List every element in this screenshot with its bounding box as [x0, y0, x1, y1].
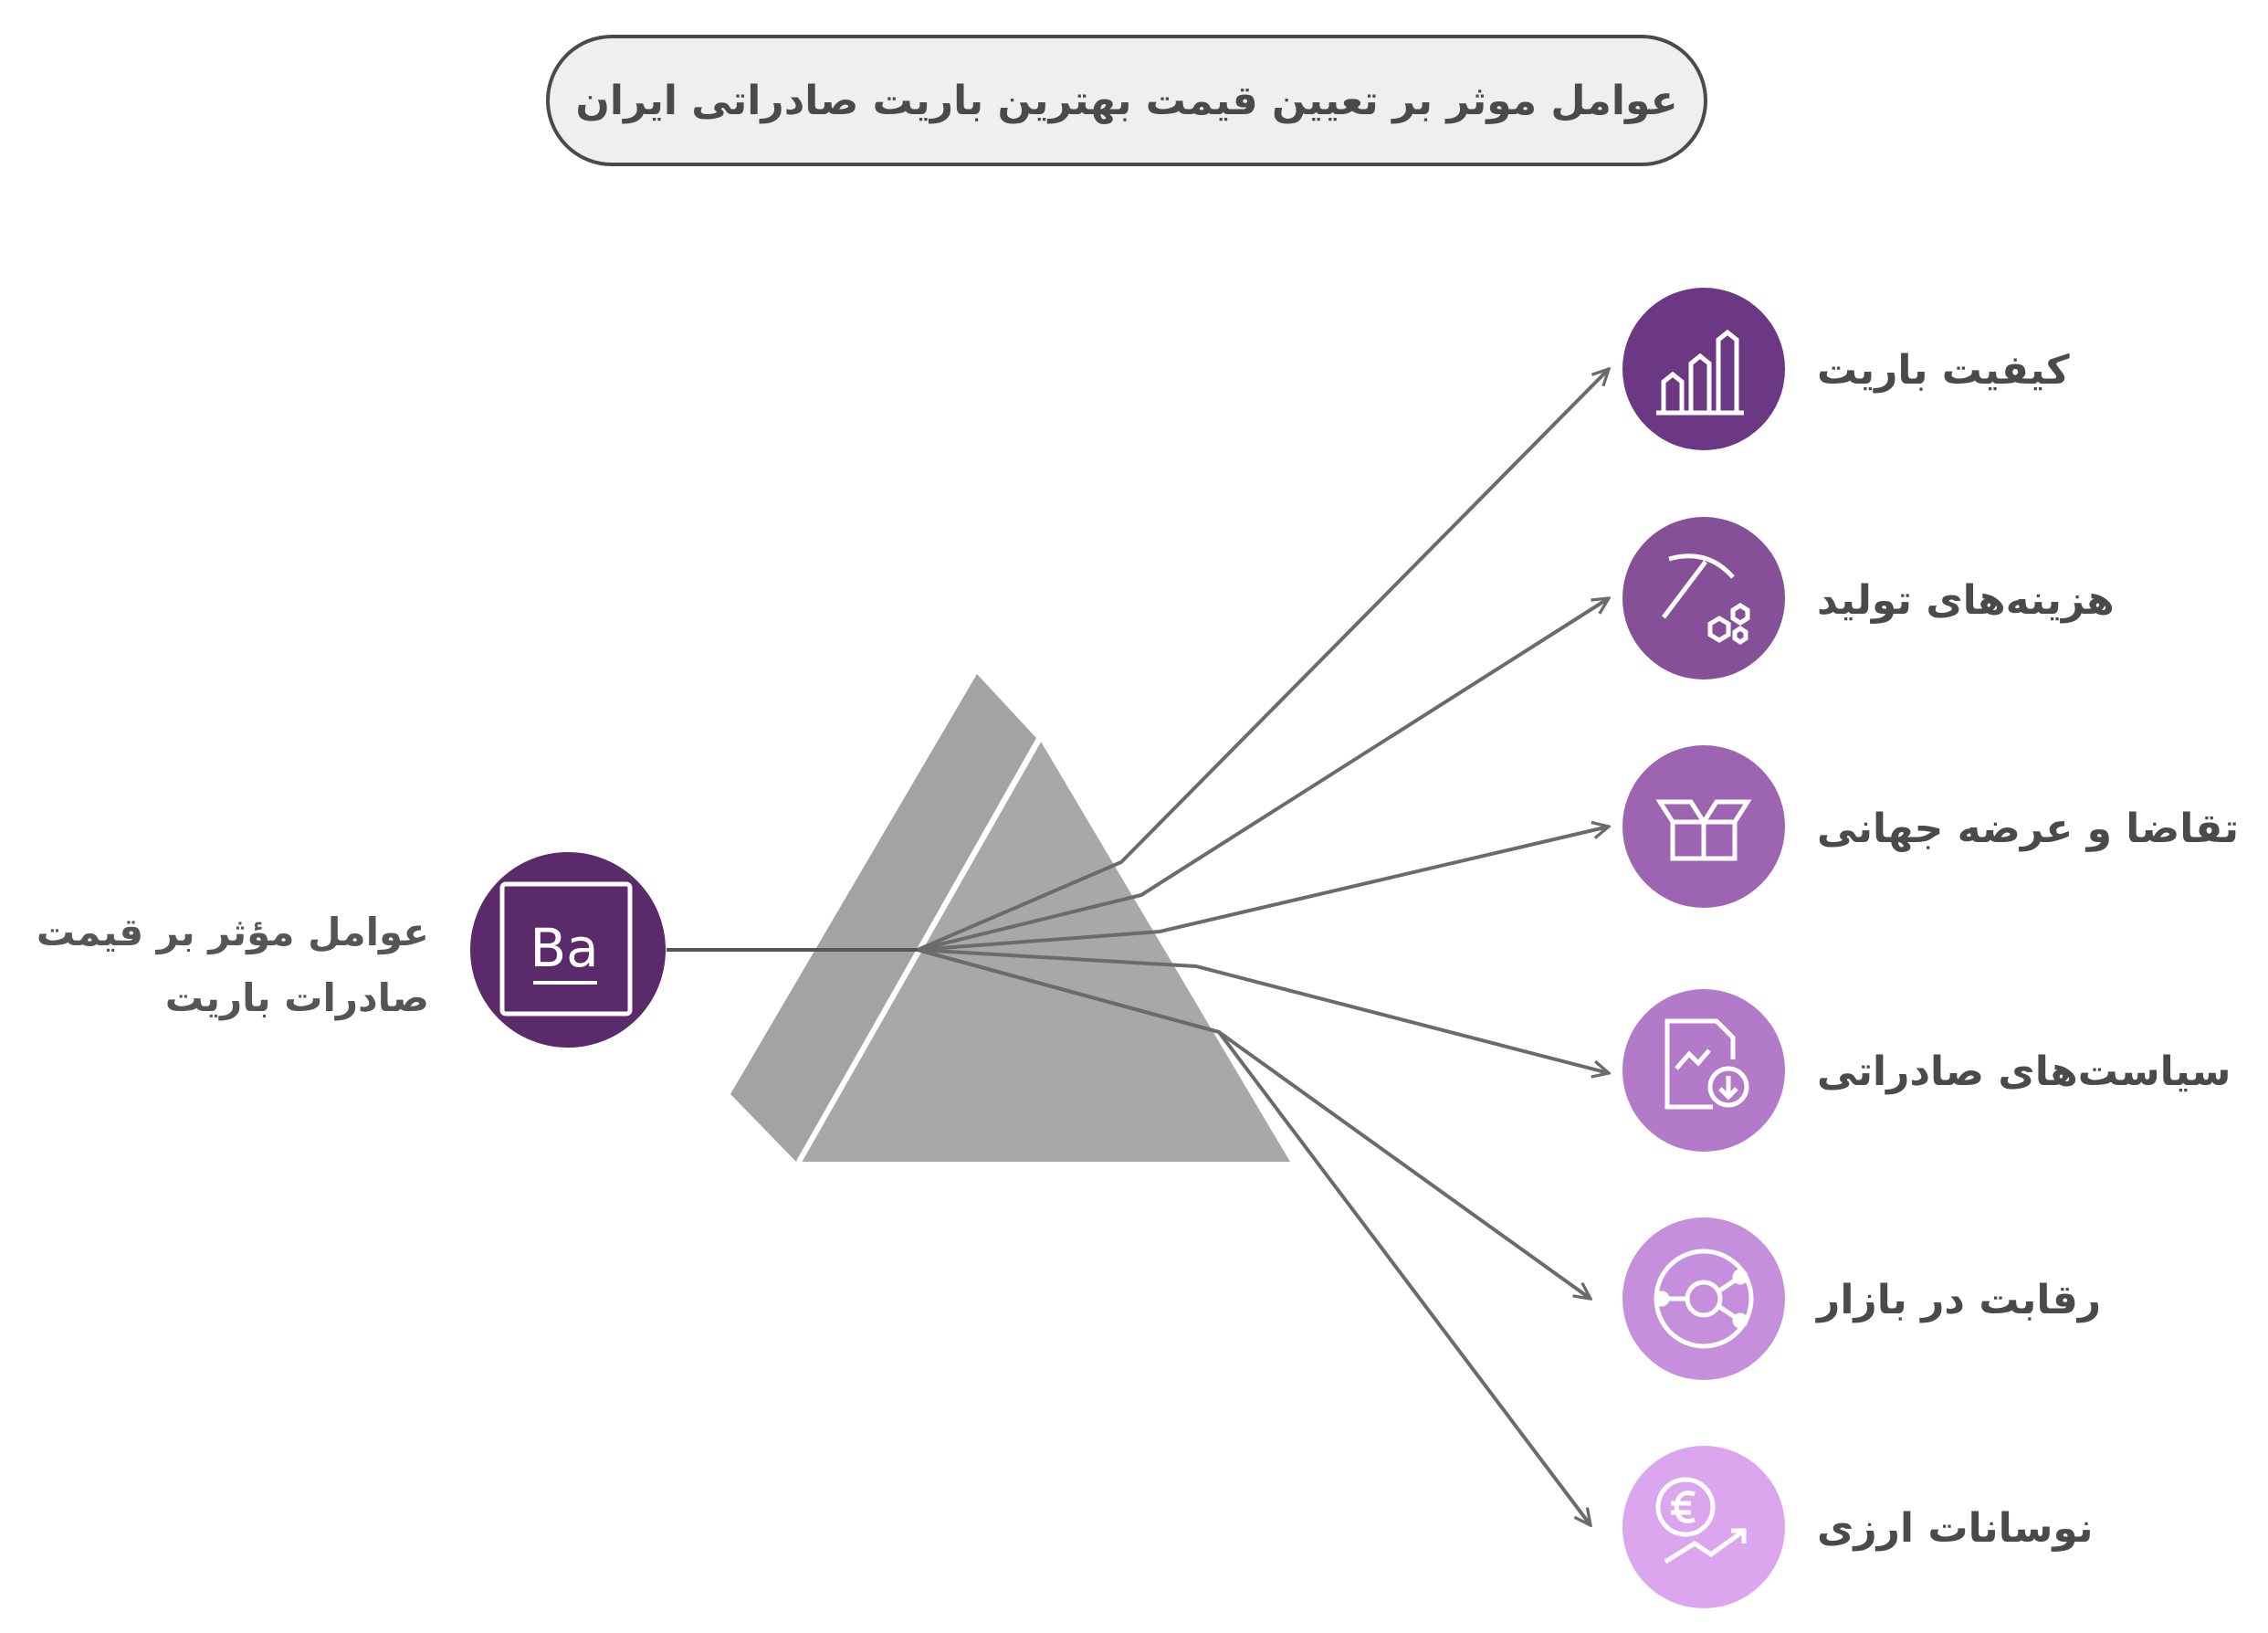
source-node: Ba: [470, 852, 666, 1048]
factor-label-2: هزینه‌های تولید: [1817, 577, 2115, 624]
element-square: [499, 881, 633, 1017]
factor-label-4: سیاست‌های صادراتی: [1817, 1048, 2231, 1095]
document-download-icon: [1664, 1018, 1749, 1110]
factor-icon-3: [1622, 745, 1785, 908]
arrow-to-factor-4: [917, 948, 1609, 1073]
factor-icon-1: [1622, 288, 1785, 450]
arrow-to-factor-3: [917, 827, 1609, 952]
arrow-to-factor-1: [917, 369, 1609, 952]
bar-chart-icon: [1656, 329, 1744, 416]
factor-icons: [1622, 288, 1785, 1608]
factor-label-3: تقاضا و عرضه جهانی: [1817, 806, 2239, 852]
source-label: عوامل مؤثر بر قیمت صادرات باریت: [36, 910, 429, 1020]
pickaxe-icon-bg: [1622, 517, 1785, 680]
factor-label-1: کیفیت باریت: [1817, 347, 2070, 394]
title-banner: عوامل موثر بر تعیین قیمت بهترین باریت صا…: [546, 35, 1707, 166]
diagram-title: عوامل موثر بر تعیین قیمت بهترین باریت صا…: [575, 77, 1678, 124]
source-circle: [470, 852, 666, 1048]
factor-icon-2: [1622, 517, 1785, 680]
competition-ring-icon-bg: [1622, 1217, 1785, 1380]
prism-back-face: [730, 674, 1036, 1162]
factor-icon-6: [1622, 1446, 1785, 1608]
open-box-icon: [1655, 799, 1752, 861]
fan-lines: [917, 369, 1609, 1525]
prism-front-face: [801, 742, 1290, 1162]
factor-icon-4: [1622, 989, 1785, 1152]
arrow-to-factor-2: [917, 598, 1609, 952]
pickaxe-icon: [1662, 553, 1750, 646]
factor-icon-5: [1622, 1217, 1785, 1380]
document-download-icon-bg: [1622, 989, 1785, 1152]
prism: [730, 674, 1290, 1164]
bar-chart-icon-bg: [1622, 288, 1785, 450]
factor-label-6: نوسانات ارزی: [1817, 1505, 2094, 1552]
competition-ring-icon: [1654, 1248, 1754, 1349]
arrow-to-factor-6: [917, 948, 1591, 1525]
factor-label-5: رقابت در بازار: [1817, 1277, 2102, 1323]
element-symbol: Ba: [530, 917, 598, 979]
currency-growth-icon: [1655, 1477, 1747, 1565]
